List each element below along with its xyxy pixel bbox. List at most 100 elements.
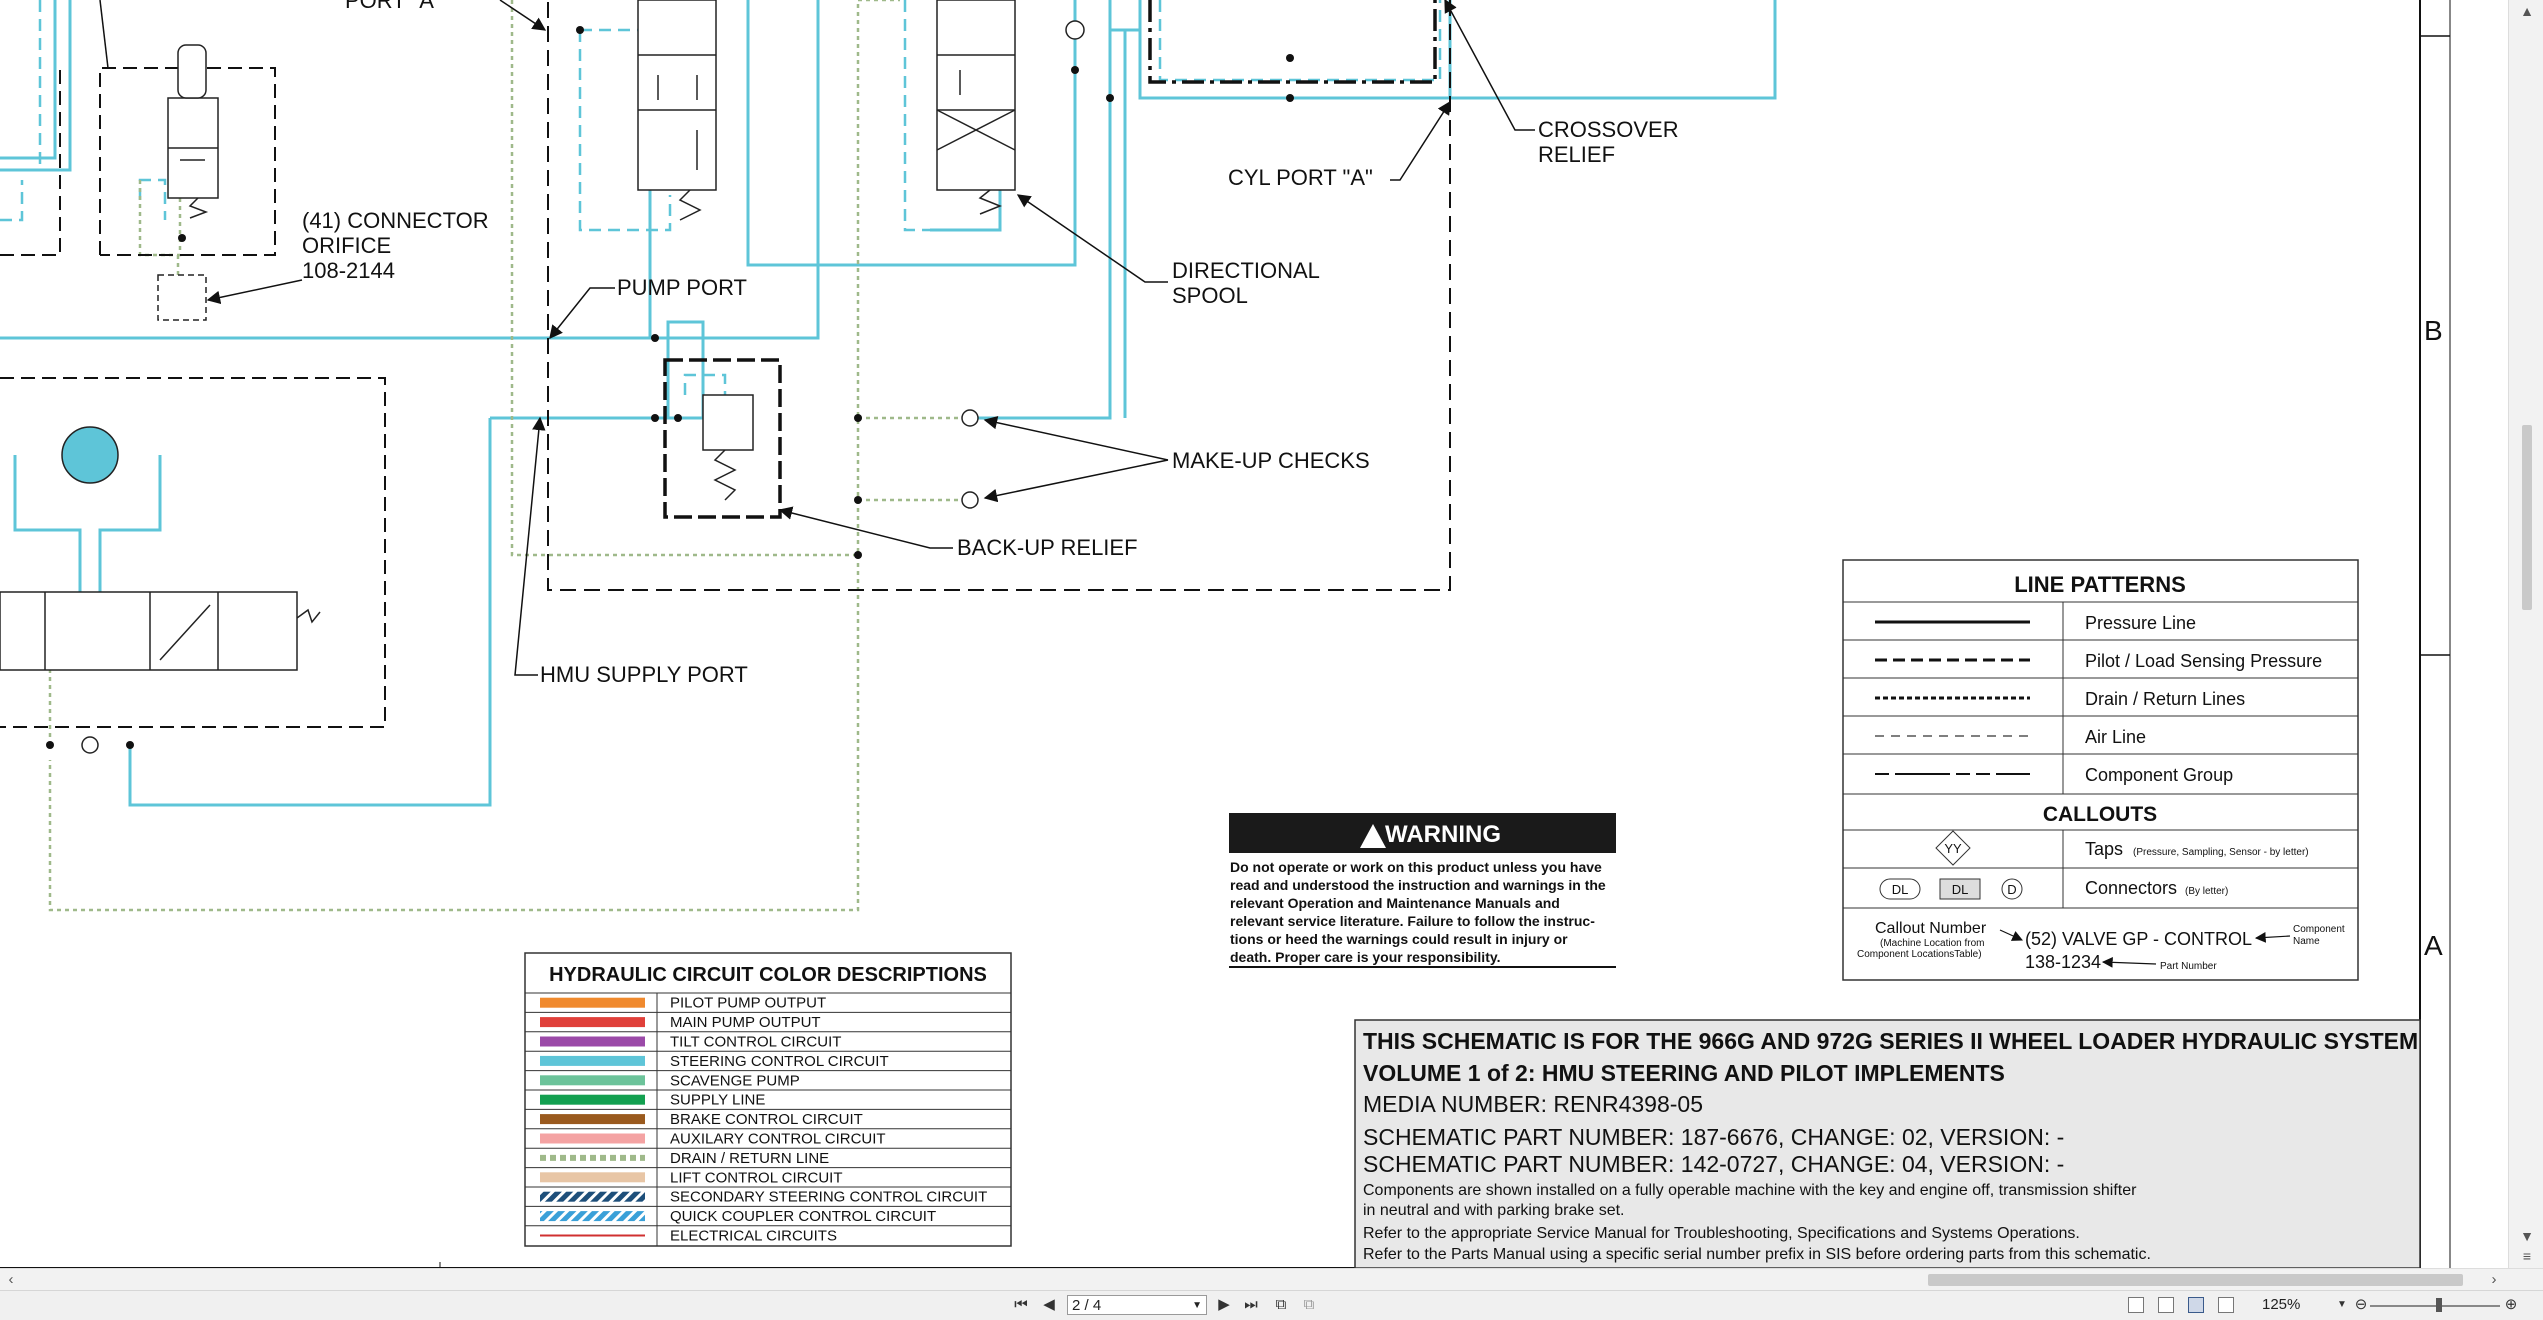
next-view-icon[interactable]: ⧉ (1303, 1296, 1315, 1313)
document-viewport[interactable]: B A (0, 0, 2543, 1268)
color-swatch (540, 1211, 645, 1222)
color-swatch (540, 1075, 645, 1086)
steering-pilot-lines (0, 0, 1442, 395)
back-up-relief-label: BACK-UP RELIEF (957, 535, 1138, 560)
vertical-scroll-thumb[interactable] (2522, 425, 2532, 610)
example-callout-note-2: Component LocationsTable) (1857, 949, 1982, 960)
steering-circuit-lines (0, 0, 1777, 807)
warning-line-3: relevant Operation and Maintenance Manua… (1230, 895, 1560, 911)
zoom-dropdown-icon[interactable]: ▼ (2337, 1299, 2347, 1310)
title-note-4: Refer to the Parts Manual using a specif… (1363, 1246, 2151, 1263)
last-page-icon[interactable]: ⏭ (1244, 1296, 1258, 1313)
line-pattern-component-group: Component Group (2085, 765, 2233, 785)
line-pattern-pilot: Pilot / Load Sensing Pressure (2085, 651, 2322, 671)
line-pattern-air: Air Line (2085, 727, 2146, 747)
directional-spool-label-2: SPOOL (1172, 283, 1248, 308)
zoom-in-icon[interactable]: ⊕ (2504, 1296, 2518, 1313)
facing-view-icon[interactable] (2188, 1297, 2204, 1313)
media-number: MEDIA NUMBER: RENR4398-05 (1363, 1091, 1703, 1117)
page-dropdown-icon[interactable]: ▼ (1192, 1300, 1202, 1311)
color-description-label: DRAIN / RETURN LINE (670, 1150, 829, 1167)
example-callout-number: Callout Number (1875, 920, 1987, 937)
connector-symbol-3: D (2007, 882, 2016, 897)
zoom-level[interactable]: 125% (2262, 1296, 2301, 1313)
title-line-1: THIS SCHEMATIC IS FOR THE 966G AND 972G … (1363, 1028, 2418, 1054)
warning-line-5: tions or heed the warnings could result … (1230, 931, 1568, 947)
line-patterns-legend (1842, 559, 2359, 981)
color-swatch (540, 1133, 645, 1144)
make-up-check-valves (81, 20, 1085, 754)
pump-port-label: PUMP PORT (617, 275, 747, 300)
callout-leaders (99, 0, 1535, 676)
page-indicator: 2 / 4 (1072, 1297, 1102, 1314)
continuous-facing-view-icon[interactable] (2218, 1297, 2234, 1313)
title-block (1354, 1019, 2421, 1268)
vertical-scrollbar[interactable]: ▲ ▼ ≡ (2508, 0, 2543, 1268)
previous-view-icon[interactable]: ⧉ (1275, 1296, 1287, 1313)
warning-box (1229, 813, 1616, 968)
cyl-port-a-label: CYL PORT "A" (1228, 165, 1373, 190)
zoom-out-icon[interactable]: ⊖ (2354, 1296, 2368, 1313)
color-description-label: SCAVENGE PUMP (670, 1072, 800, 1089)
warning-title: WARNING (1385, 821, 1501, 848)
warning-line-4: relevant service literature. Failure to … (1230, 913, 1595, 929)
title-line-2: VOLUME 1 of 2: HMU STEERING AND PILOT IM… (1363, 1060, 2005, 1086)
scroll-split-icon[interactable]: ≡ (2522, 1248, 2532, 1264)
connectors-note: (By letter) (2185, 886, 2228, 897)
color-swatch (540, 997, 645, 1008)
single-page-view-icon[interactable] (2128, 1297, 2144, 1313)
color-description-label: AUXILARY CONTROL CIRCUIT (670, 1131, 886, 1148)
valve-spools (0, 0, 1016, 671)
zoom-slider[interactable] (2370, 1305, 2500, 1307)
line-pattern-drain: Drain / Return Lines (2085, 689, 2245, 709)
drain-return-lines (0, 0, 965, 912)
color-swatch (540, 1055, 645, 1066)
horizontal-scroll-thumb[interactable] (1928, 1274, 2463, 1286)
callouts-title: CALLOUTS (2043, 803, 2157, 826)
previous-page-icon[interactable]: ◀ (1043, 1296, 1055, 1313)
scroll-left-arrow-icon[interactable]: ‹ (8, 1271, 14, 1288)
component-groups (0, 0, 1451, 728)
example-part-number-label: Part Number (2160, 961, 2217, 972)
color-description-label: STEERING CONTROL CIRCUIT (670, 1053, 889, 1070)
border-letter-a: A (2424, 930, 2443, 961)
next-page-icon[interactable]: ▶ (1218, 1296, 1230, 1313)
color-description-label: ELECTRICAL CIRCUITS (670, 1228, 837, 1245)
color-swatch (540, 1114, 645, 1125)
example-callout-note-1: (Machine Location from (1880, 938, 1985, 949)
color-description-label: BRAKE CONTROL CIRCUIT (670, 1111, 863, 1128)
title-note-2: in neutral and with parking brake set. (1363, 1202, 1624, 1219)
color-description-label: MAIN PUMP OUTPUT (670, 1014, 821, 1031)
connector-symbol-1: DL (1892, 882, 1909, 897)
color-description-label: QUICK COUPLER CONTROL CIRCUIT (670, 1208, 936, 1225)
make-up-checks-label: MAKE-UP CHECKS (1172, 448, 1370, 473)
color-swatch (540, 1172, 645, 1183)
color-description-label: PILOT PUMP OUTPUT (670, 995, 826, 1012)
zoom-slider-handle[interactable] (2436, 1298, 2442, 1312)
border-letter-b: B (2424, 315, 2443, 346)
scroll-down-arrow-icon[interactable]: ▼ (2520, 1228, 2534, 1244)
color-description-label: SUPPLY LINE (670, 1092, 765, 1109)
connector-orifice-label-1: (41) CONNECTOR (302, 208, 489, 233)
color-swatch (540, 1036, 645, 1047)
continuous-view-icon[interactable] (2158, 1297, 2174, 1313)
junction-points (46, 26, 1294, 749)
first-page-icon[interactable]: ⏮ (1014, 1296, 1028, 1313)
example-component-name-2: Name (2293, 936, 2320, 947)
color-descriptions-title: HYDRAULIC CIRCUIT COLOR DESCRIPTIONS (549, 964, 987, 986)
title-note-1: Components are shown installed on a full… (1363, 1182, 2137, 1199)
line-patterns-title: LINE PATTERNS (2014, 572, 2186, 597)
example-component-name-1: Component (2293, 924, 2345, 935)
warning-line-2: read and understood the instruction and … (1230, 877, 1606, 893)
scroll-up-arrow-icon[interactable]: ▲ (2520, 3, 2534, 19)
color-swatch (540, 1191, 645, 1202)
line-pattern-pressure: Pressure Line (2085, 613, 2196, 633)
connector-orifice-label-2: ORIFICE (302, 233, 391, 258)
connector-orifice-label-3: 108-2144 (302, 258, 395, 283)
port-a-label: PORT "A" (345, 0, 442, 13)
horizontal-scrollbar[interactable]: ‹ › (0, 1268, 2543, 1291)
scroll-right-arrow-icon[interactable]: › (2491, 1271, 2497, 1288)
page-number-field[interactable]: 2 / 4 ▼ (1067, 1295, 1207, 1315)
connector-orifice-symbol (157, 274, 207, 321)
